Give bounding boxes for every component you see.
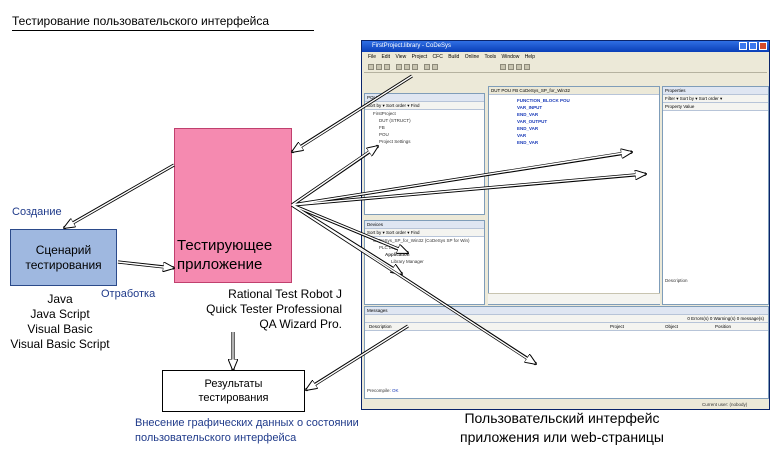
app-window-screenshot: FirstProject.library - CoDeSys File Edit… bbox=[361, 40, 770, 410]
status-current-user: Current user: (nobody) bbox=[702, 402, 748, 407]
tree-item: FB bbox=[379, 125, 385, 130]
build-icon bbox=[500, 64, 506, 70]
stop-icon bbox=[524, 64, 530, 70]
maximize-icon bbox=[749, 42, 757, 50]
copy-icon bbox=[404, 64, 410, 70]
editor-bottom-bar bbox=[488, 293, 660, 304]
app-label: Тестирующее приложение bbox=[177, 236, 272, 274]
results-line-2: тестирования bbox=[198, 392, 269, 404]
properties-toolbar: Filter ▾ Sort by ▾ Sort order ▾ bbox=[663, 95, 768, 103]
tools-list: Rational Test Robot J Quick Tester Profe… bbox=[178, 287, 342, 332]
minimize-icon bbox=[739, 42, 747, 50]
code-line: VAR_INPUT bbox=[517, 105, 543, 110]
editor-pane: DUT POU FB CoDeSys_SP_for_Win32 FUNCTION… bbox=[488, 86, 660, 305]
test-scenario-box: Сценарий тестирования bbox=[10, 229, 117, 286]
pous-pane-header: POUs bbox=[365, 94, 484, 102]
app-line-2: приложение bbox=[177, 256, 263, 273]
properties-pane: Properties Filter ▾ Sort by ▾ Sort order… bbox=[662, 86, 769, 305]
language-item: Java Script bbox=[30, 307, 90, 321]
device-item: PLC Logic bbox=[379, 245, 400, 250]
code-line: END_VAR bbox=[517, 126, 539, 131]
properties-columns: Property Value bbox=[663, 103, 768, 111]
device-item: CoDeSys_SP_for_Win32 (CoDeSys SP for Win… bbox=[373, 238, 470, 243]
code-line: VAR_OUTPUT bbox=[517, 119, 548, 124]
tool-item: QA Wizard Pro. bbox=[259, 317, 342, 331]
creation-label: Создание bbox=[12, 206, 62, 218]
tree-item: FirstProject bbox=[373, 111, 396, 116]
window-titlebar: FirstProject.library - CoDeSys bbox=[362, 41, 769, 52]
messages-pane-header: Messages bbox=[365, 307, 768, 315]
results-line-1: Результаты bbox=[204, 378, 263, 390]
open-file-icon bbox=[376, 64, 382, 70]
language-item: Visual Basic Script bbox=[10, 337, 110, 351]
login-icon bbox=[508, 64, 514, 70]
devices-toolbar: Sort by ▾ Sort order ▾ Find bbox=[365, 229, 484, 237]
language-item: Java bbox=[47, 292, 73, 306]
properties-pane-header: Properties bbox=[663, 87, 768, 95]
devices-pane-header: Devices bbox=[365, 221, 484, 229]
status-precompile: Precompile: bbox=[367, 388, 391, 393]
scenario-line-2: тестирования bbox=[25, 257, 102, 272]
col-description: Description bbox=[369, 324, 392, 329]
pous-pane: POUs Sort by ▾ Sort order ▾ Find FirstPr… bbox=[364, 93, 485, 215]
window-menubar: File Edit View Project CFC Build Online … bbox=[368, 54, 535, 60]
code-line: FUNCTION_BLOCK POU bbox=[517, 98, 570, 103]
save-icon bbox=[384, 64, 390, 70]
properties-description: Description bbox=[665, 278, 688, 283]
page-title: Тестирование пользовательского интерфейс… bbox=[12, 14, 270, 28]
device-item: Application bbox=[385, 252, 410, 257]
testing-app-box: Тестирующее приложение bbox=[174, 128, 292, 283]
pous-toolbar: Sort by ▾ Sort order ▾ Find bbox=[365, 102, 484, 110]
scenario-line-1: Сценарий bbox=[35, 242, 92, 257]
tree-item: POU bbox=[379, 132, 389, 137]
tree-item: DUT (STRUCT) bbox=[379, 118, 411, 123]
messages-filter: 0 Errors(s) 0 Warning(s) 0 message(s) bbox=[365, 315, 768, 323]
device-item: Library Manager bbox=[391, 259, 424, 264]
processing-label: Отработка bbox=[101, 288, 156, 300]
code-line: END_VAR bbox=[517, 112, 539, 117]
ui-caption: Пользовательский интерфейс приложения ил… bbox=[432, 409, 692, 447]
ui-caption-line-2: приложения или web-страницы bbox=[460, 429, 664, 445]
cut-icon bbox=[396, 64, 402, 70]
close-icon bbox=[759, 42, 767, 50]
messages-columns: Description Project Object Position bbox=[365, 323, 768, 331]
graphic-data-note: Внесение графических данных о состоянии … bbox=[135, 416, 359, 446]
code-line: VAR bbox=[517, 133, 527, 138]
tree-item: Project Settings bbox=[379, 139, 411, 144]
ui-caption-line-1: Пользовательский интерфейс bbox=[464, 410, 660, 426]
language-item: Visual Basic bbox=[27, 322, 93, 336]
tool-item: Rational Test Robot J bbox=[228, 287, 342, 301]
status-ok: OK bbox=[392, 388, 399, 393]
redo-icon bbox=[432, 64, 438, 70]
paste-icon bbox=[412, 64, 418, 70]
col-object: Object bbox=[665, 324, 679, 329]
title-underline bbox=[12, 30, 314, 31]
note-line-1: Внесение графических данных о состоянии bbox=[135, 417, 359, 429]
run-icon bbox=[516, 64, 522, 70]
tool-item: Quick Tester Professional bbox=[206, 302, 342, 316]
new-file-icon bbox=[368, 64, 374, 70]
undo-icon bbox=[424, 64, 430, 70]
app-line-1: Тестирующее bbox=[177, 237, 273, 254]
languages-list: Java Java Script Visual Basic Visual Bas… bbox=[0, 292, 120, 352]
col-position: Position bbox=[715, 324, 732, 329]
messages-pane: Messages 0 Errors(s) 0 Warning(s) 0 mess… bbox=[364, 306, 769, 399]
window-toolbar bbox=[364, 62, 767, 73]
editor-tabs: DUT POU FB CoDeSys_SP_for_Win32 bbox=[489, 87, 659, 95]
col-project: Project bbox=[610, 324, 625, 329]
test-results-box: Результаты тестирования bbox=[162, 370, 305, 412]
note-line-2: пользовательского интерфейса bbox=[135, 432, 297, 444]
code-line: END_VAR bbox=[517, 140, 539, 145]
